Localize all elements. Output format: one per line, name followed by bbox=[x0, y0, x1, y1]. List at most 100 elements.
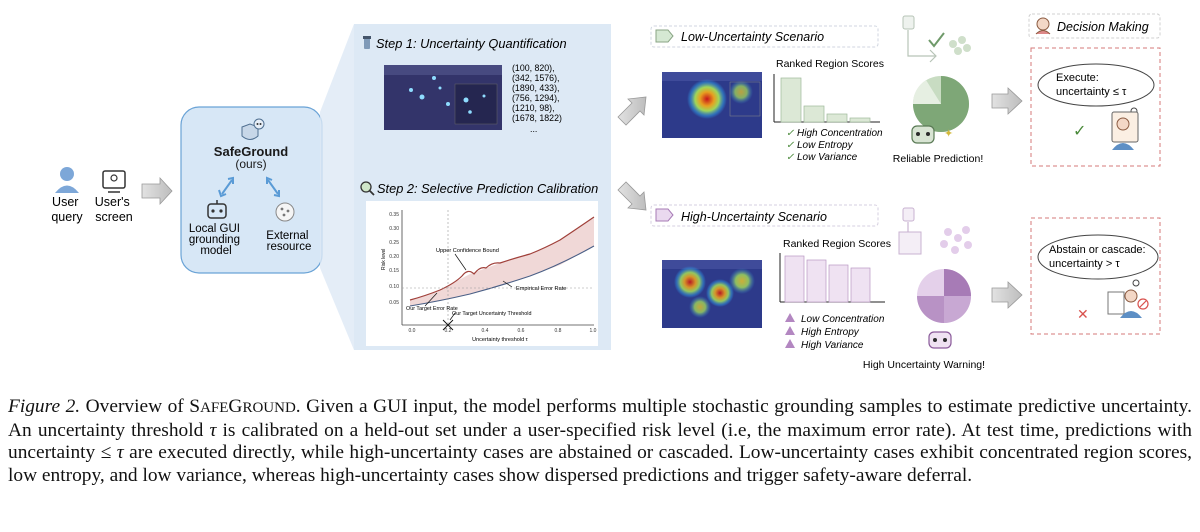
low-pie-chart bbox=[912, 76, 969, 132]
caption-tau: τ bbox=[209, 419, 217, 441]
low-check-1: Low Entropy bbox=[797, 140, 854, 151]
caption-body3: are executed directly, while high-uncert… bbox=[8, 442, 1193, 486]
y-tick-2: 0.25 bbox=[389, 240, 399, 246]
execute-line1: Execute: bbox=[1056, 72, 1099, 84]
low-ranked-bars bbox=[773, 74, 880, 123]
caption-lead: Overview of bbox=[85, 396, 184, 417]
y-tick-3: 0.20 bbox=[389, 254, 399, 260]
high-heatmap-screenshot bbox=[662, 260, 762, 328]
execute-thought-bubble bbox=[1037, 63, 1155, 115]
safeground-title: SafeGround bbox=[214, 144, 288, 159]
low-check-0: High Concentration bbox=[797, 128, 883, 139]
step2-title: Step 2: Selective Prediction Calibration bbox=[377, 181, 598, 196]
step1-icon bbox=[363, 36, 371, 49]
abstain-box bbox=[1030, 217, 1161, 335]
low-check-icon-0: ✓ bbox=[786, 128, 795, 139]
high-result: High Uncertainty Warning! bbox=[863, 359, 985, 371]
high-warning-0: Low Concentration bbox=[801, 314, 885, 325]
chart-xlabel: Uncertainty threshold τ bbox=[472, 337, 528, 343]
step1-coords: (100, 820), (342, 1576), (1890, 433), (7… bbox=[512, 63, 564, 134]
input-arrow bbox=[141, 176, 173, 206]
abstain-cross-icon: ✕ bbox=[1077, 306, 1089, 322]
low-title-box bbox=[650, 25, 879, 48]
high-ranked-label: Ranked Region Scores bbox=[783, 238, 891, 250]
high-warning-1: High Entropy bbox=[801, 327, 860, 338]
zoom-wedge bbox=[320, 24, 354, 350]
empirical-label: Empirical Error Rate bbox=[516, 286, 566, 292]
y-tick-4: 0.15 bbox=[389, 268, 399, 274]
x-tick-1: 0.2 bbox=[445, 328, 452, 334]
robot-success-icon: ✦ bbox=[911, 125, 953, 144]
ucb-label: Upper Confidence Bound bbox=[436, 248, 499, 254]
screen-icon bbox=[102, 170, 126, 193]
high-title-box bbox=[650, 204, 879, 227]
warning-icon-2 bbox=[785, 339, 795, 348]
low-result: Reliable Prediction! bbox=[893, 153, 983, 165]
decision-title: Decision Making bbox=[1057, 20, 1149, 34]
execute-check-icon: ✓ bbox=[1073, 123, 1086, 140]
person-icon bbox=[1035, 17, 1051, 35]
user-icon bbox=[55, 167, 79, 193]
local-model-robot-icon bbox=[207, 200, 227, 219]
y-tick-5: 0.10 bbox=[389, 284, 399, 290]
low-check-icon-1: ✓ bbox=[786, 140, 795, 151]
robot-warning-icon bbox=[928, 331, 952, 349]
safeground-subtitle: (ours) bbox=[235, 157, 266, 171]
bidirectional-arrows bbox=[218, 176, 280, 198]
caption-tau2: τ bbox=[116, 442, 124, 464]
arrow-high-decision bbox=[991, 281, 1023, 309]
ucb-curve bbox=[409, 216, 595, 301]
abstain-person-icon bbox=[1107, 289, 1149, 318]
low-title: Low-Uncertainty Scenario bbox=[681, 30, 824, 44]
high-pie-chart bbox=[917, 269, 971, 323]
caption-body1: . Given a GUI input, the model performs … bbox=[8, 396, 1192, 441]
chart-ylabel: Risk level bbox=[381, 249, 387, 270]
local-model-label: Local GUI grounding model bbox=[189, 223, 243, 257]
decision-title-box bbox=[1028, 13, 1161, 39]
low-check-icon-2: ✓ bbox=[786, 152, 795, 163]
external-resource-label: External resource bbox=[266, 230, 311, 253]
svg-text:✦: ✦ bbox=[944, 128, 953, 140]
robot-shield-icon bbox=[241, 118, 265, 140]
empirical-curve bbox=[409, 245, 595, 307]
low-check-2: Low Variance bbox=[797, 152, 858, 163]
execute-line2: uncertainty ≤ τ bbox=[1056, 86, 1127, 98]
external-resource-icon bbox=[275, 202, 295, 222]
tag-icon-low bbox=[655, 29, 674, 43]
low-top-icons bbox=[902, 15, 971, 63]
tag-icon-high bbox=[655, 208, 674, 222]
figure-caption: Figure 2. Overview of SAFEGROUND. Given … bbox=[8, 396, 1192, 487]
execute-person-icon bbox=[1111, 111, 1139, 150]
low-ranked-label: Ranked Region Scores bbox=[776, 58, 884, 70]
warning-icon-1 bbox=[785, 326, 795, 335]
y-tick-6: 0.05 bbox=[389, 300, 399, 306]
low-heatmap-screenshot bbox=[662, 72, 762, 138]
caption-body2: is calibrated on a held-out set under a … bbox=[8, 419, 1192, 464]
high-top-icons bbox=[898, 207, 972, 255]
x-tick-4: 0.8 bbox=[555, 328, 562, 334]
caption-fig-label: Figure 2. bbox=[8, 396, 81, 417]
arrow-low-decision bbox=[991, 87, 1023, 115]
step1-title: Step 1: Uncertainty Quantification bbox=[376, 36, 567, 51]
arrow-to-high bbox=[617, 181, 647, 211]
x-tick-5: 1.0 bbox=[590, 328, 597, 334]
screen-label: User's screen bbox=[95, 195, 134, 224]
arrow-to-low bbox=[617, 96, 647, 126]
x-tick-0: 0.0 bbox=[409, 328, 416, 334]
abstain-line2: uncertainty > τ bbox=[1049, 258, 1120, 270]
step2-magnifier-icon bbox=[360, 181, 375, 196]
x-tick-2: 0.4 bbox=[482, 328, 489, 334]
abstain-line1: Abstain or cascade: bbox=[1049, 244, 1146, 256]
abstain-thought-bubble bbox=[1037, 234, 1159, 287]
step1-screenshot bbox=[384, 65, 502, 130]
calibration-chart: 0.35 0.30 0.25 0.20 0.15 0.10 0.05 0.0 0… bbox=[366, 201, 598, 346]
target-threshold-label: Our Target Uncertainty Threshold bbox=[452, 311, 532, 317]
high-title: High-Uncertainty Scenario bbox=[681, 210, 827, 224]
overview-diagram: User query User's screen SafeGround (our… bbox=[51, 13, 1161, 371]
execute-box bbox=[1030, 47, 1161, 167]
target-error-label: Our Target Error Rate bbox=[406, 306, 458, 312]
warning-icon-0 bbox=[785, 313, 795, 322]
user-query-label: User query bbox=[51, 195, 83, 224]
high-warning-2: High Variance bbox=[801, 340, 864, 351]
x-tick-3: 0.6 bbox=[518, 328, 525, 334]
